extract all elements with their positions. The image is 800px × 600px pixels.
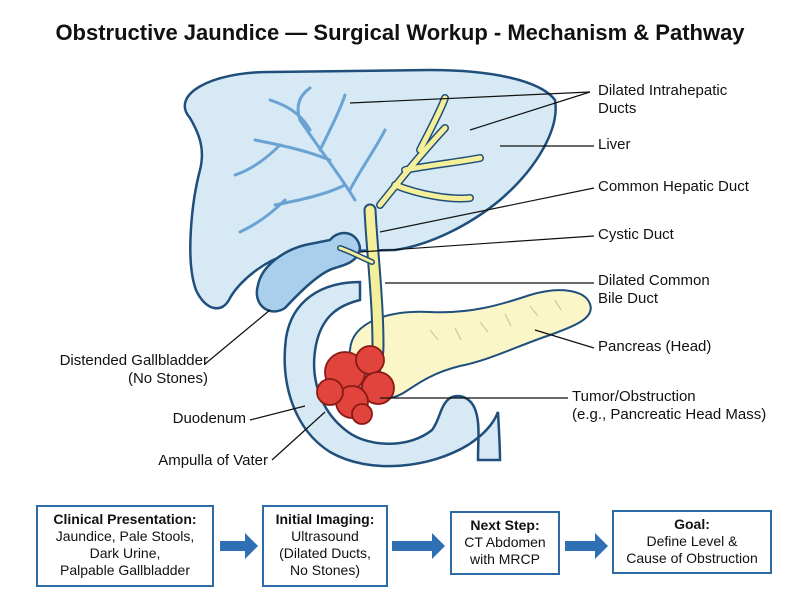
intrahepatic-ducts-blue [233,86,387,234]
flow-clinical-head: Clinical Presentation: [53,511,197,527]
flow-goal-head: Goal: [674,516,710,532]
label-liver: Liver [598,136,631,153]
label-ampulla: Ampulla of Vater [158,452,268,469]
flow-box-clinical: Clinical Presentation: Jaundice, Pale St… [36,505,214,587]
flow-box-next-step: Next Step: CT Abdomen with MRCP [450,511,560,575]
pancreas-lobules [429,299,562,341]
label-common-bile-duct: Dilated Common Bile Duct [598,272,710,307]
flow-imaging-body: Ultrasound (Dilated Ducts, No Stones) [279,528,371,578]
label-pancreas: Pancreas (Head) [598,338,712,355]
flow-box-goal: Goal: Define Level & Cause of Obstructio… [612,510,772,574]
flow-arrows [220,533,608,559]
label-gallbladder: Distended Gallbladder (No Stones) [59,352,208,387]
liver-shape [183,68,557,310]
label-intrahepatic: Dilated Intrahepatic Ducts [598,82,728,117]
flow-imaging-head: Initial Imaging: [275,511,375,527]
leader-lines [204,91,595,461]
label-tumor: Tumor/Obstruction (e.g., Pancreatic Head… [572,388,767,423]
flow-goal-body: Define Level & Cause of Obstruction [626,533,758,566]
page-title: Obstructive Jaundice — Surgical Workup -… [55,20,745,45]
label-cystic-duct: Cystic Duct [598,226,674,243]
flow-clinical-body: Jaundice, Pale Stools, Dark Urine, Palpa… [55,528,195,578]
label-common-hepatic-duct: Common Hepatic Duct [598,178,749,195]
flow-next-body: CT Abdomen with MRCP [464,534,546,567]
flow-next-head: Next Step: [470,517,540,533]
label-duodenum: Duodenum [172,410,246,427]
gallbladder-shape [255,231,362,313]
duodenum-shape [283,280,502,468]
tumor-mass [316,345,395,425]
flow-box-imaging: Initial Imaging: Ultrasound (Dilated Duc… [262,505,388,587]
